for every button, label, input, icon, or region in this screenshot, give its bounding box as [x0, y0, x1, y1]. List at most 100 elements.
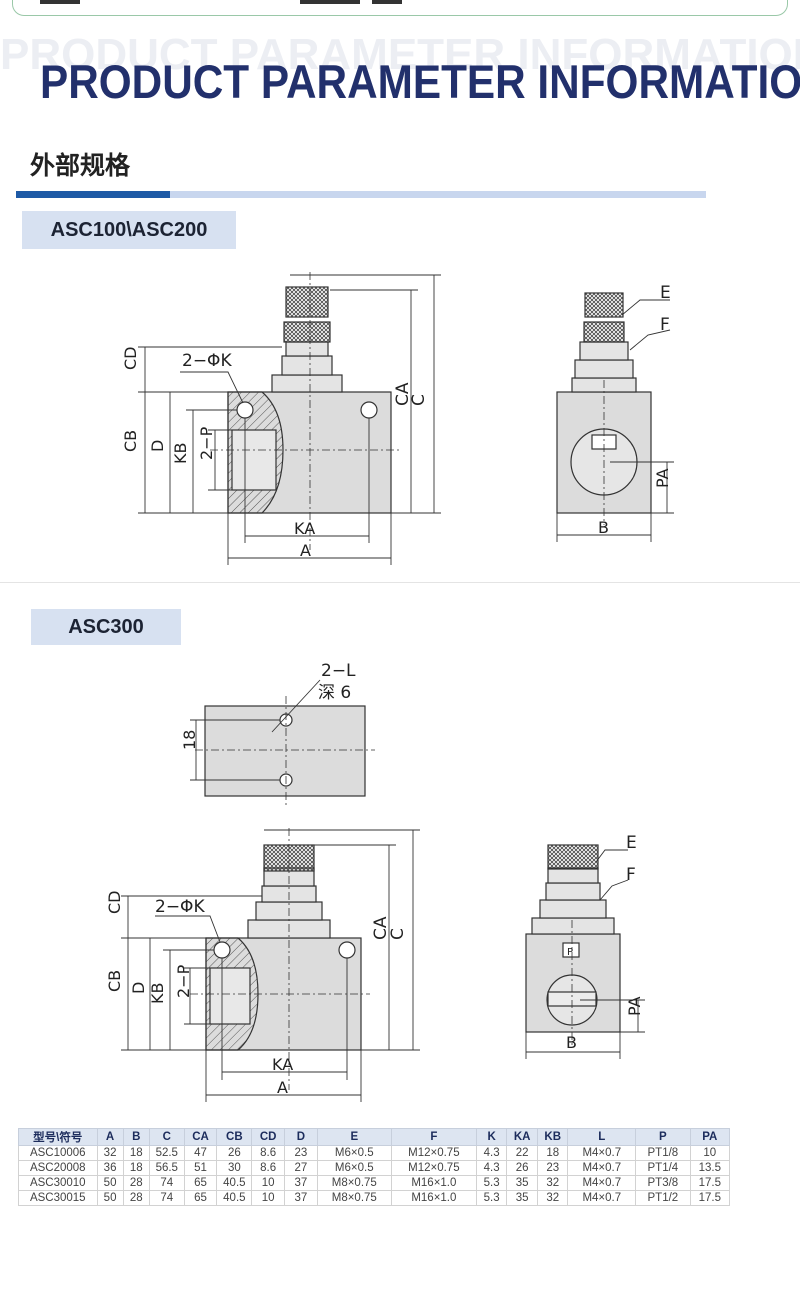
- table-header: C: [148, 1128, 185, 1146]
- table-header-row: 型号\符号 A B C CA CB CD D E F K KA KB L P P…: [18, 1128, 731, 1146]
- table-cell: M12×0.75: [390, 1160, 477, 1176]
- table-cell: 10: [689, 1145, 731, 1161]
- table-header: CA: [183, 1128, 218, 1146]
- table-row: ASC30010 50 28 74 65 40.5 10 37 M8×0.75 …: [18, 1175, 731, 1191]
- drawing-asc300-side: [190, 828, 370, 1090]
- label-cd: CD: [121, 347, 140, 371]
- table-header: KB: [536, 1128, 569, 1146]
- table-cell: 40.5: [216, 1175, 253, 1191]
- table-header: CB: [216, 1128, 253, 1146]
- table-cell: 8.6: [251, 1145, 285, 1161]
- table-cell: 18: [122, 1145, 150, 1161]
- table-cell: 8.6: [251, 1160, 285, 1176]
- table-cell: 18: [536, 1145, 569, 1161]
- table-cell: 35: [506, 1175, 538, 1191]
- label-f-300: F: [626, 865, 636, 885]
- table-cell: 50: [96, 1190, 124, 1206]
- table-header: 型号\符号: [18, 1128, 98, 1146]
- top-tab-decoration: [372, 0, 402, 4]
- table-cell: M4×0.7: [567, 1175, 637, 1191]
- table-cell: 26: [506, 1160, 538, 1176]
- drawing-asc300-top: [195, 696, 375, 806]
- label-2p: 2−P: [197, 426, 216, 460]
- label-c-300: C: [388, 928, 408, 940]
- label-2l: 2−L: [321, 661, 356, 681]
- table-cell: 27: [284, 1160, 318, 1176]
- table-cell: 32: [536, 1190, 569, 1206]
- section-underline-accent: [16, 191, 170, 198]
- table-cell: M8×0.75: [316, 1190, 392, 1206]
- label-b-300: B: [566, 1033, 577, 1052]
- table-header: E: [316, 1128, 392, 1146]
- table-header: PA: [689, 1128, 731, 1146]
- table-cell: M6×0.5: [316, 1160, 392, 1176]
- title-watermark: PRODUCT PARAMETER INFORMATION: [0, 30, 800, 79]
- table-cell: 22: [506, 1145, 538, 1161]
- table-header: B: [122, 1128, 150, 1146]
- label-cb-300: CB: [105, 970, 124, 992]
- section-underline: [16, 191, 706, 198]
- table-cell: PT1/2: [635, 1190, 691, 1206]
- label-cb: CB: [121, 430, 140, 452]
- model-label-asc100-asc200: ASC100\ASC200: [22, 211, 236, 249]
- table-cell: ASC20008: [18, 1160, 98, 1176]
- label-2-phi-k-300: 2−ΦK: [155, 897, 205, 917]
- table-cell: 17.5: [689, 1175, 731, 1191]
- table-header: F: [390, 1128, 477, 1146]
- table-cell: 65: [183, 1175, 218, 1191]
- top-tab-decoration: [40, 0, 80, 4]
- table-cell: 30: [216, 1160, 253, 1176]
- label-ka: KA: [294, 519, 315, 538]
- label-e: E: [660, 283, 671, 303]
- label-port-p: P: [567, 947, 573, 958]
- table-cell: 37: [284, 1190, 318, 1206]
- table-cell: 10: [251, 1175, 285, 1191]
- table-cell: 4.3: [475, 1145, 508, 1161]
- table-cell: 56.5: [148, 1160, 185, 1176]
- table-cell: 32: [96, 1145, 124, 1161]
- label-ca-300: CA: [371, 916, 391, 940]
- table-cell: M12×0.75: [390, 1145, 477, 1161]
- table-cell: 17.5: [689, 1190, 731, 1206]
- drawing-asc100-front: [556, 292, 652, 525]
- label-cd-300: CD: [105, 891, 124, 915]
- table-header: KA: [506, 1128, 538, 1146]
- table-cell: PT1/8: [635, 1145, 691, 1161]
- table-cell: 50: [96, 1175, 124, 1191]
- table-header: P: [635, 1128, 691, 1146]
- table-cell: ASC30010: [18, 1175, 98, 1191]
- label-2p-300: 2−P: [174, 964, 193, 998]
- table-cell: ASC30015: [18, 1190, 98, 1206]
- table-cell: 5.3: [475, 1190, 508, 1206]
- table-cell: PT3/8: [635, 1175, 691, 1191]
- table-cell: 13.5: [689, 1160, 731, 1176]
- parameter-table: 型号\符号 A B C CA CB CD D E F K KA KB L P P…: [18, 1128, 731, 1206]
- table-cell: 74: [148, 1175, 185, 1191]
- label-depth: 深 6: [318, 683, 351, 703]
- label-kb-300: KB: [148, 983, 167, 1004]
- label-c: C: [409, 394, 429, 406]
- table-cell: 74: [148, 1190, 185, 1206]
- page-title: PRODUCT PARAMETER INFORMATION: [40, 55, 800, 108]
- table-cell: 35: [506, 1190, 538, 1206]
- label-ca: CA: [393, 382, 413, 406]
- table-cell: 28: [122, 1175, 150, 1191]
- table-cell: M8×0.75: [316, 1175, 392, 1191]
- section-title: 外部规格: [30, 151, 131, 180]
- table-cell: 37: [284, 1175, 318, 1191]
- table-cell: M4×0.7: [567, 1190, 637, 1206]
- drawing-asc100-side: CD CB D KB 2−P 2−ΦK CA C KA A E F PA B: [121, 272, 674, 565]
- table-cell: M4×0.7: [567, 1145, 637, 1161]
- table-cell: ASC10006: [18, 1145, 98, 1161]
- table-cell: 65: [183, 1190, 218, 1206]
- table-cell: 23: [284, 1145, 318, 1161]
- top-tab-decoration: [300, 0, 360, 4]
- table-cell: 40.5: [216, 1190, 253, 1206]
- table-cell: 10: [251, 1190, 285, 1206]
- label-ka-300: KA: [272, 1055, 293, 1074]
- table-cell: 26: [216, 1145, 253, 1161]
- table-cell: 18: [122, 1160, 150, 1176]
- section-divider: [0, 582, 800, 583]
- table-header: CD: [251, 1128, 285, 1146]
- table-header: K: [475, 1128, 508, 1146]
